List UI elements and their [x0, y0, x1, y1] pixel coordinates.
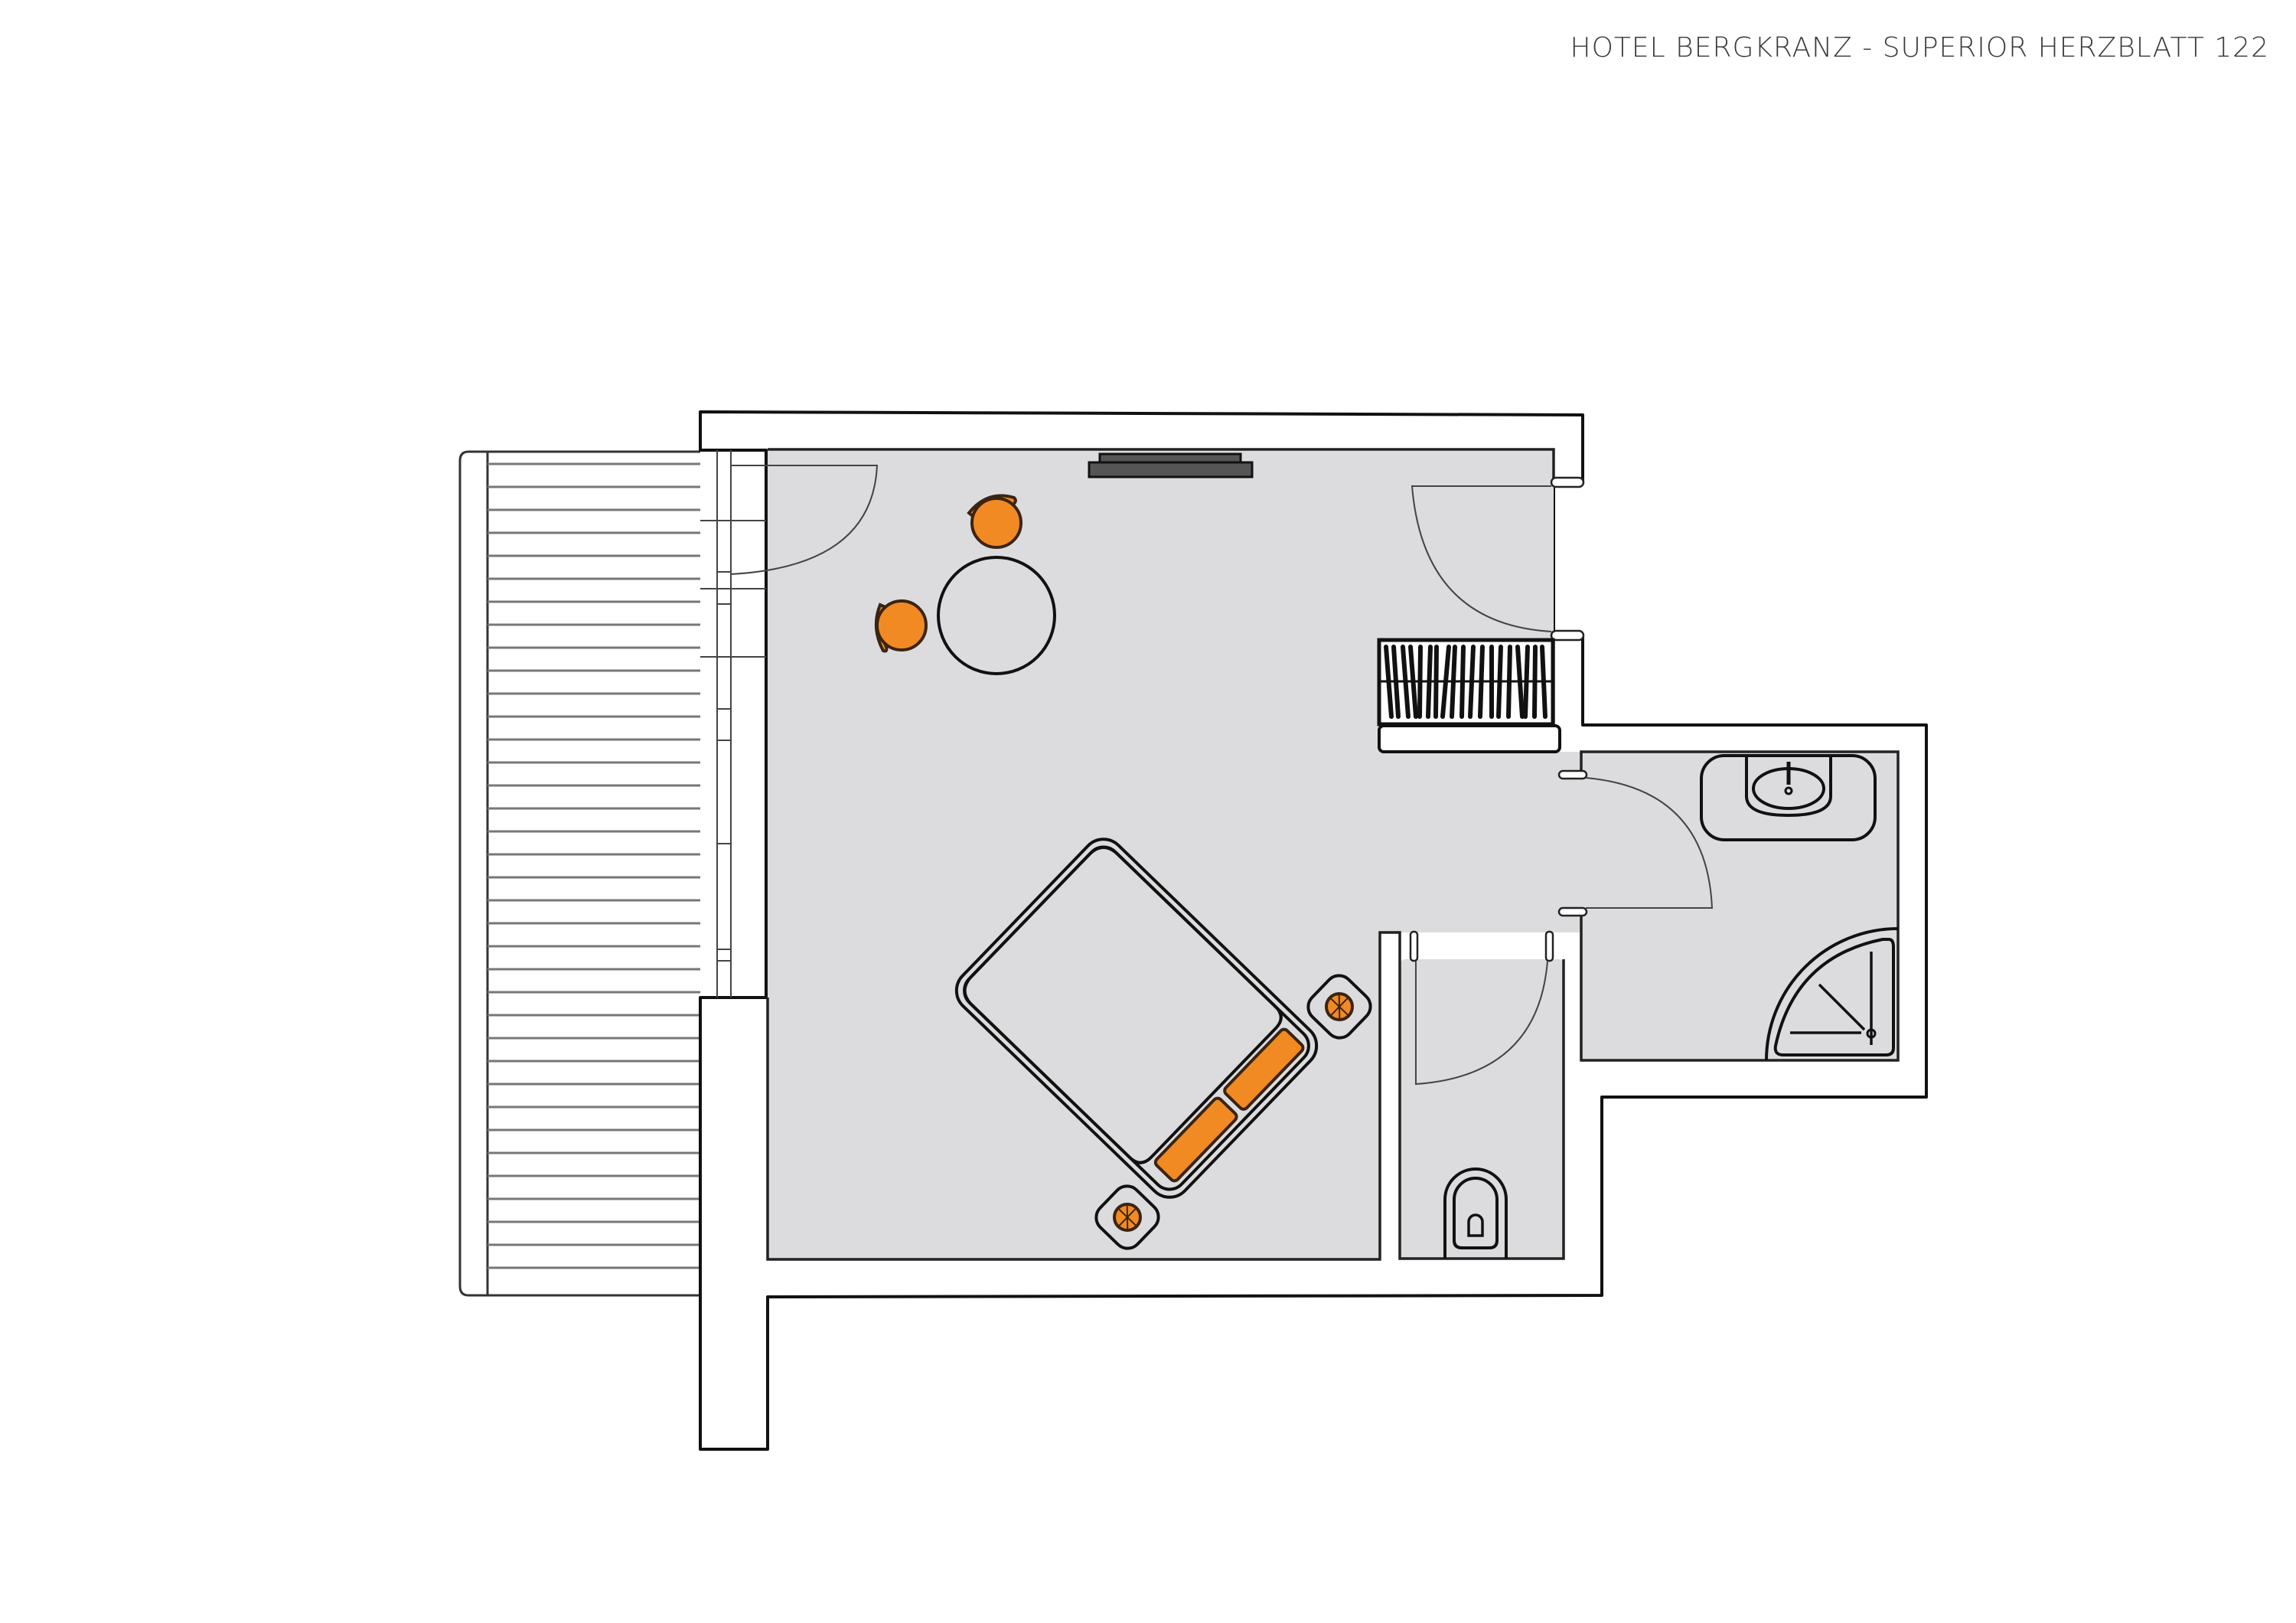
- nightstand-right: [1306, 974, 1372, 1040]
- wc-door[interactable]: [1409, 930, 1554, 1086]
- hall-lower-floor: [1378, 752, 1581, 932]
- balcony-decking: [488, 462, 700, 1269]
- toilet: [1443, 1167, 1508, 1259]
- bathroom-floor: [1580, 752, 1898, 1060]
- pillows: [1153, 1027, 1305, 1183]
- bedroom-floor: [768, 449, 1380, 1259]
- nightstand-left: [1094, 1184, 1160, 1250]
- balcony-door-swing[interactable]: [730, 465, 879, 575]
- corner-shower: [1765, 927, 1899, 1061]
- chair-left: [874, 599, 928, 653]
- wardrobe-wall: [1378, 724, 1561, 753]
- chair-top: [967, 494, 1022, 549]
- tv: [1088, 452, 1254, 478]
- bathroom-door[interactable]: [1557, 769, 1714, 917]
- washbasin: [1700, 754, 1877, 841]
- balcony: [458, 450, 700, 1297]
- dining-set: [874, 494, 1056, 675]
- window-frame: [700, 450, 766, 998]
- entry-door[interactable]: [1411, 476, 1585, 642]
- wardrobe: [1377, 638, 1555, 727]
- double-bed: [954, 838, 1319, 1199]
- round-table: [937, 556, 1056, 675]
- hallway-floor: [1378, 449, 1554, 641]
- plan-title: HOTEL BERGKRANZ - SUPERIOR HERZBLATT 122: [1570, 32, 2269, 64]
